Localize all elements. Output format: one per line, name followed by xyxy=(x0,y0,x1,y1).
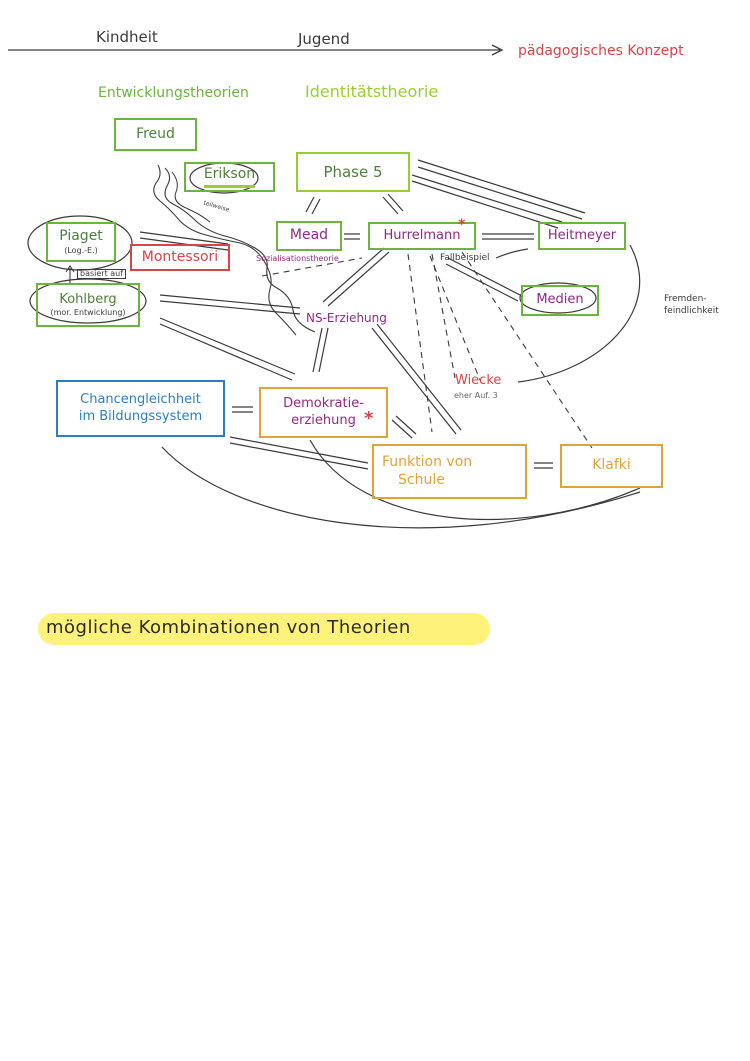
node-heitmeyer: Heitmeyer xyxy=(538,222,626,250)
node-funktion-von-schule: Funktion von Schule xyxy=(372,444,527,499)
node-erikson-label: Erikson xyxy=(203,166,256,188)
node-erikson: Erikson xyxy=(184,162,275,192)
label-wiecke-sub: eher Auf. 3 xyxy=(454,391,498,400)
node-hurrelmann: Hurrelmann xyxy=(368,222,476,250)
category-identitaetstheorie: Identitätstheorie xyxy=(305,82,439,101)
footer-title: mögliche Kombinationen von Theorien xyxy=(46,617,411,638)
node-kohlberg-label: Kohlberg xyxy=(59,291,117,307)
hurrelmann-asterisk: * xyxy=(458,217,466,233)
node-klafki: Klafki xyxy=(560,444,663,488)
footer-highlight xyxy=(38,613,490,645)
node-funktion-line2: Schule xyxy=(398,471,445,488)
node-freud: Freud xyxy=(114,118,197,151)
header-kindheit: Kindheit xyxy=(96,28,158,46)
node-klafki-label: Klafki xyxy=(592,457,631,474)
node-chancen-line1: Chancengleichheit xyxy=(80,392,201,408)
node-montessori: Montessori xyxy=(130,244,230,271)
header-konzept: pädagogisches Konzept xyxy=(518,43,684,59)
label-wiecke: Wiecke xyxy=(455,373,502,388)
node-kohlberg: Kohlberg (mor. Entwicklung) xyxy=(36,283,140,327)
annotation-fremdenfeindlichkeit-2: feindlichkeit xyxy=(664,306,719,316)
header-jugend: Jugend xyxy=(298,30,350,48)
node-demokratie-line2: erziehung xyxy=(291,412,356,428)
node-piaget-sub: (Log.-E.) xyxy=(64,245,98,255)
node-phase-5-label: Phase 5 xyxy=(323,162,383,181)
node-mead-label: Mead xyxy=(289,227,329,244)
node-demokratie-line1: Demokratie- xyxy=(283,396,364,412)
node-phase-5: Phase 5 xyxy=(296,152,410,192)
node-freud-label: Freud xyxy=(136,125,175,142)
annotation-sozialisationstheorie: Sozialisationstheorie xyxy=(256,254,339,263)
node-medien-label: Medien xyxy=(536,292,584,308)
node-chancen-line2: im Bildungssystem xyxy=(78,408,203,424)
node-piaget-label: Piaget xyxy=(59,228,103,245)
node-demokratieerziehung: Demokratie- erziehung xyxy=(259,387,388,438)
annotation-basiert-auf: basiert auf xyxy=(77,269,127,279)
node-mead: Mead xyxy=(276,221,342,251)
node-piaget: Piaget (Log.-E.) xyxy=(46,222,116,262)
node-medien: Medien xyxy=(521,285,599,316)
node-montessori-label: Montessori xyxy=(141,248,219,265)
node-funktion-line1: Funktion von xyxy=(382,454,473,470)
annotation-fremdenfeindlichkeit-1: Fremden- xyxy=(664,294,707,304)
category-entwicklungstheorien: Entwicklungstheorien xyxy=(98,85,249,101)
annotation-fallbeispiel: Fallbeispiel xyxy=(440,253,490,263)
node-hurrelmann-label: Hurrelmann xyxy=(383,227,461,243)
node-kohlberg-sub: (mor. Entwicklung) xyxy=(50,308,126,318)
node-chancengleichheit: Chancengleichheit im Bildungssystem xyxy=(56,380,225,437)
node-heitmeyer-label: Heitmeyer xyxy=(547,227,617,243)
demokratie-asterisk: * xyxy=(364,408,374,429)
label-ns-erziehung: NS-Erziehung xyxy=(306,311,387,325)
